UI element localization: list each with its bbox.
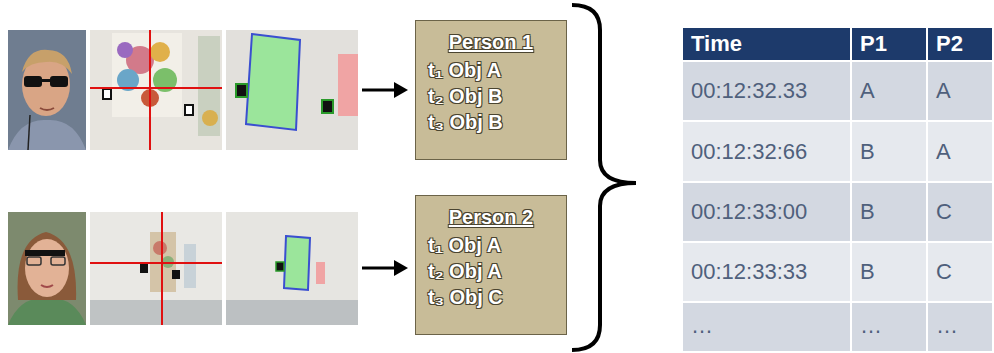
illustration-part [140, 264, 148, 273]
table-cell: … [683, 303, 852, 353]
illustration-part [117, 42, 133, 58]
illustration-part [8, 212, 86, 325]
illustration-part [90, 262, 222, 264]
illustration-part [27, 257, 41, 265]
illustration-part [202, 110, 218, 126]
illustration-part [184, 244, 196, 288]
table-cell: 00:12:33:00 [683, 183, 852, 243]
table-cell: C [928, 243, 994, 303]
table-cell: A [852, 62, 928, 122]
time-object-entry: t₁ Obj A [428, 232, 554, 258]
table-cell: B [852, 122, 928, 183]
illustration-part [51, 257, 65, 265]
table-cell: 00:12:32:66 [683, 122, 852, 183]
scene-photo [90, 212, 222, 325]
illustration-part [112, 33, 182, 117]
time-object-entry: t₁ Obj A [428, 57, 554, 83]
time-object-entry: t₂ Obj B [428, 83, 554, 109]
illustration-part [161, 212, 163, 325]
illustration-part [8, 298, 86, 325]
table-cell: … [852, 303, 928, 353]
person-record-box: Person 1t₁ Obj At₂ Obj Bt₃ Obj B [415, 20, 567, 160]
table-cell: 00:12:32.33 [683, 62, 852, 122]
table-cell: C [928, 183, 994, 243]
illustration-part [90, 87, 222, 89]
illustration-part [41, 79, 51, 82]
illustration-part [284, 236, 310, 290]
table-cell: A [928, 122, 994, 183]
illustration-part [362, 89, 396, 92]
arrow [362, 82, 408, 98]
scene-photo [226, 30, 358, 150]
illustration-part [8, 30, 86, 150]
table-header: P2 [928, 28, 994, 62]
illustration-part [276, 262, 284, 271]
illustration-part [102, 88, 112, 100]
illustration-part [226, 300, 358, 325]
table-header: P1 [852, 28, 928, 62]
table-header: Time [683, 28, 852, 62]
curly-brace [572, 5, 636, 350]
illustration-part [18, 232, 77, 300]
illustration-part [25, 250, 65, 256]
illustration-part [24, 76, 42, 87]
box-heading: Person 2 [428, 204, 554, 230]
illustration-part [150, 42, 170, 62]
person-record-box: Person 2t₁ Obj At₂ Obj At₃ Obj C [415, 195, 567, 335]
scene-photo [90, 30, 222, 150]
illustration-part [316, 262, 325, 284]
illustration-part [394, 260, 408, 276]
illustration-part [28, 115, 30, 150]
illustration-part [50, 76, 68, 87]
illustration-part [8, 120, 86, 150]
illustration-part [22, 50, 72, 74]
table-cell: B [852, 183, 928, 243]
person-photo [8, 30, 86, 150]
box-heading: Person 1 [428, 29, 554, 55]
illustration-part [184, 104, 194, 116]
illustration-part [236, 84, 247, 97]
illustration-part [338, 54, 358, 116]
illustration-part [246, 34, 300, 130]
illustration-part [90, 300, 222, 325]
scene-photo [226, 212, 358, 325]
illustration-part [362, 267, 396, 270]
illustration-part [149, 30, 151, 150]
illustration-part [40, 108, 54, 110]
person-photo [8, 212, 86, 325]
illustration-part [41, 285, 53, 287]
illustration-part [25, 239, 69, 297]
table-cell: 00:12:33:33 [683, 243, 852, 303]
arrow [362, 260, 408, 276]
illustration-part [394, 82, 408, 98]
illustration-part [172, 270, 180, 279]
illustration-part [198, 36, 220, 136]
illustration-part [322, 100, 333, 113]
table-cell: … [928, 303, 994, 353]
time-object-entry: t₃ Obj B [428, 109, 554, 135]
illustration-part [104, 90, 110, 98]
table-cell: A [928, 62, 994, 122]
time-object-entry: t₃ Obj C [428, 284, 554, 310]
table-cell: B [852, 243, 928, 303]
illustration-part [186, 106, 192, 114]
illustration-part [153, 241, 167, 255]
time-object-entry: t₂ Obj A [428, 258, 554, 284]
